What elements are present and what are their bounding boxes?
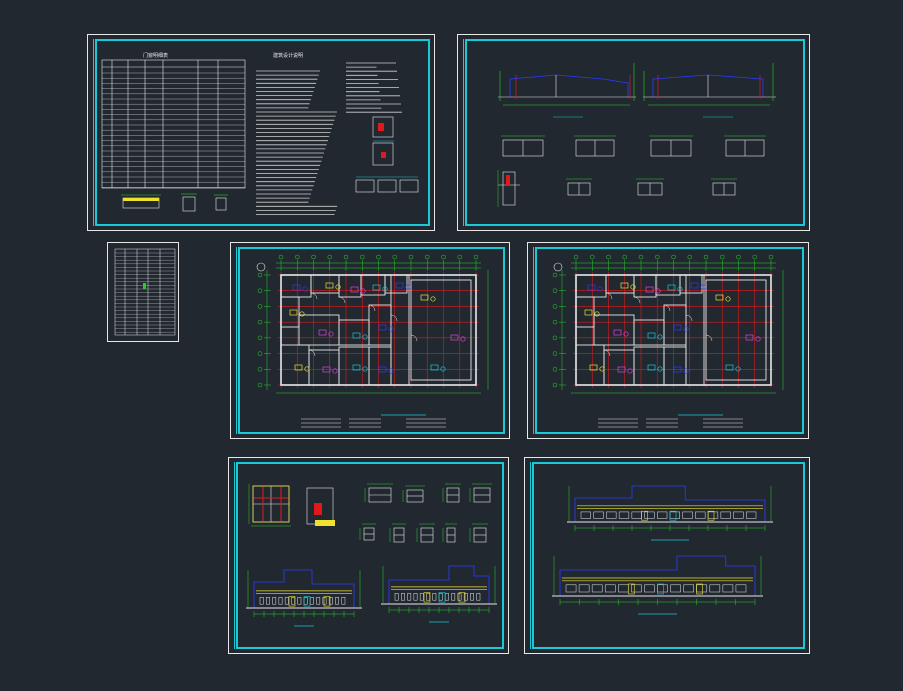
door-window-table-drawing — [114, 248, 176, 336]
drawing-frame — [535, 247, 804, 434]
title-strip — [526, 462, 531, 649]
sections-drawing — [497, 63, 776, 207]
sheet-details[interactable] — [228, 457, 509, 654]
schedule-table-title: 门窗明细表 — [143, 53, 169, 59]
title-strip — [459, 39, 464, 226]
sheet-elevations[interactable] — [524, 457, 810, 654]
sheet-sections[interactable] — [457, 34, 810, 231]
sheet-floor-plan-2[interactable] — [527, 242, 809, 439]
drawing-frame — [465, 39, 805, 226]
drawing-frame — [236, 462, 504, 649]
design-notes-drawing — [101, 59, 419, 215]
title-strip — [89, 39, 94, 226]
sheet-design-notes[interactable]: 门窗明细表 建筑设计说明 — [87, 34, 435, 231]
elevations-drawing — [552, 485, 773, 615]
floor-plan-2-drawing — [552, 254, 784, 428]
floor-plan-1-drawing — [256, 254, 489, 428]
title-strip — [232, 247, 237, 434]
details-drawing — [246, 483, 497, 627]
drawing-frame — [532, 462, 805, 649]
title-strip — [230, 462, 235, 649]
title-strip — [529, 247, 534, 434]
design-notes-title: 建筑设计说明 — [273, 53, 304, 59]
drawing-frame — [95, 39, 430, 226]
sheet-door-window-table[interactable] — [107, 242, 179, 342]
drawing-frame — [238, 247, 505, 434]
sheet-floor-plan-1[interactable] — [230, 242, 510, 439]
